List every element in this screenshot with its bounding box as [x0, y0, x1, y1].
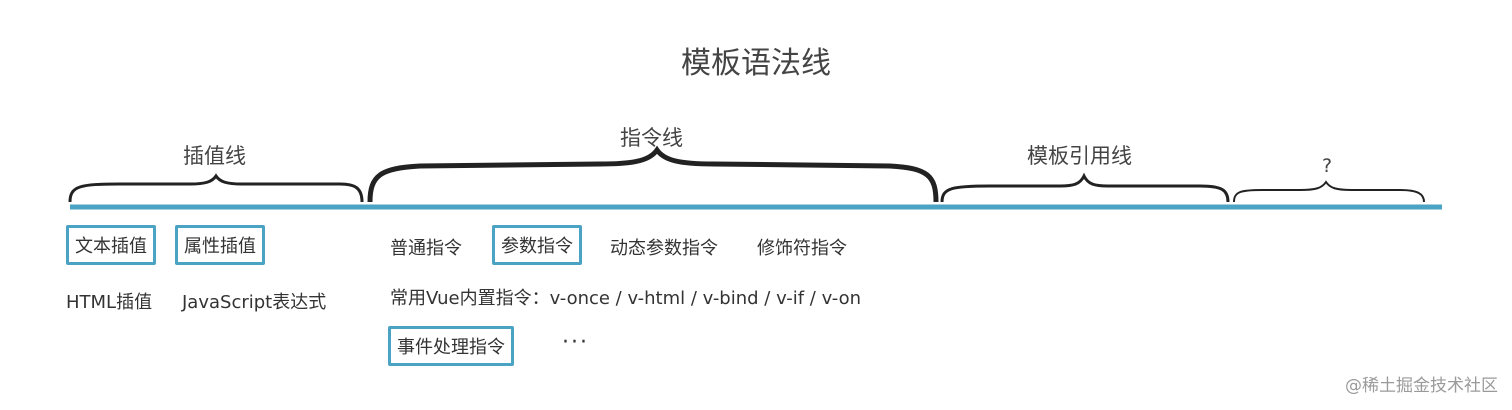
normal-directive-label: 普通指令 — [390, 238, 462, 259]
section-directive-label: 指令线 — [620, 126, 683, 150]
html-interpolation-label: HTML插值 — [66, 292, 153, 313]
dynamic-param-directive-label: 动态参数指令 — [610, 238, 718, 259]
section-template-ref-label: 模板引用线 — [1027, 144, 1132, 168]
brace-template-ref — [940, 172, 1230, 203]
ellipsis-label: ··· — [562, 330, 589, 355]
watermark: @稀土掘金技术社区 — [1345, 376, 1498, 396]
event-directive-box: 事件处理指令 — [388, 326, 514, 366]
diagram-title: 模板语法线 — [681, 46, 831, 81]
brace-interpolation — [68, 173, 364, 203]
builtin-directives-label: 常用Vue内置指令：v-once / v-html / v-bind / v-i… — [390, 288, 862, 309]
modifier-directive-label: 修饰符指令 — [757, 238, 847, 259]
attr-interpolation-box: 属性插值 — [175, 225, 265, 265]
brace-directive — [367, 145, 939, 203]
text-interpolation-box: 文本插值 — [66, 225, 156, 265]
section-interpolation-label: 插值线 — [183, 144, 246, 168]
brace-unknown — [1233, 180, 1425, 203]
section-unknown-label: ? — [1322, 155, 1333, 177]
js-expression-label: JavaScript表达式 — [182, 292, 327, 313]
param-directive-box: 参数指令 — [492, 225, 582, 265]
